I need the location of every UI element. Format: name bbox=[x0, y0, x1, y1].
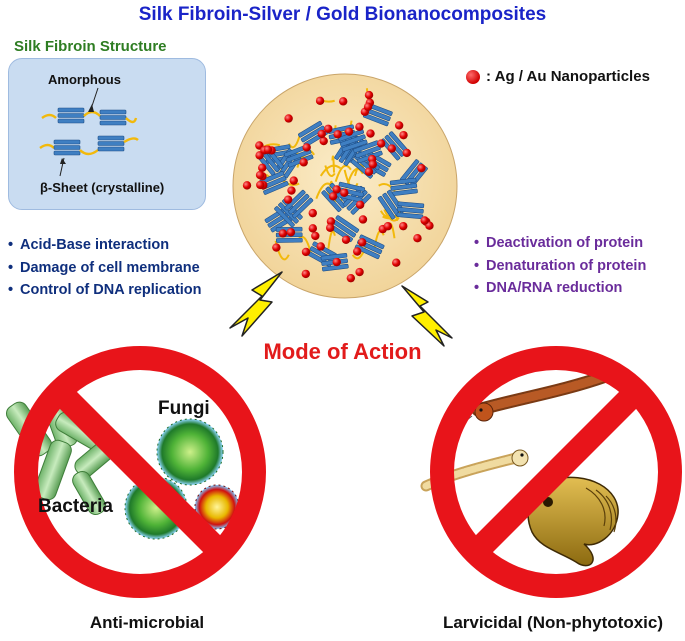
nanoparticle bbox=[399, 221, 408, 231]
nanoparticle bbox=[301, 247, 311, 257]
nanoparticle bbox=[299, 158, 308, 167]
nanoparticle bbox=[383, 222, 393, 231]
mechanism-item: Acid-Base interaction bbox=[8, 234, 202, 257]
nanoparticle bbox=[272, 243, 281, 252]
nanoparticle bbox=[420, 216, 429, 225]
nanoparticle bbox=[256, 180, 265, 190]
nanoparticle bbox=[364, 90, 374, 100]
nanoparticle bbox=[376, 139, 386, 148]
nanoparticle bbox=[263, 145, 273, 154]
nanoparticle bbox=[317, 129, 326, 139]
nanoparticle bbox=[308, 208, 317, 218]
fibroin-chain bbox=[351, 243, 368, 260]
fibroin-chain bbox=[331, 155, 336, 173]
nanoparticle bbox=[284, 114, 293, 123]
nanoparticle bbox=[326, 217, 336, 226]
nanoparticle-legend-icon bbox=[466, 70, 480, 85]
nanoparticle-legend: : Ag / Au Nanoparticles bbox=[466, 68, 650, 85]
nanoparticle bbox=[324, 124, 333, 133]
nanoparticle bbox=[353, 247, 362, 256]
nanoparticle bbox=[366, 129, 375, 138]
nanoparticle bbox=[302, 143, 311, 152]
nanoparticle bbox=[338, 97, 348, 106]
mechanism-item: Deactivation of protein bbox=[474, 232, 646, 255]
nanoparticle bbox=[308, 224, 318, 233]
nanoparticle bbox=[355, 267, 364, 277]
bionanocomposite-circle bbox=[232, 73, 458, 299]
larvicidal-caption: Larvicidal (Non-phytotoxic) bbox=[442, 613, 664, 632]
nanoparticle bbox=[283, 195, 293, 204]
nanoparticle bbox=[289, 176, 298, 185]
fungi-label: Fungi bbox=[158, 398, 210, 419]
fibroin-chain bbox=[324, 165, 336, 177]
amorphous-label: Amorphous bbox=[48, 72, 121, 87]
nanoparticle bbox=[358, 238, 367, 247]
larvicidal-mechanisms: Deactivation of protein Denaturation of … bbox=[474, 232, 646, 300]
nanoparticle bbox=[394, 121, 404, 130]
nanoparticle bbox=[286, 228, 296, 237]
nanoparticle bbox=[315, 96, 325, 106]
fibroin-chain bbox=[334, 164, 352, 182]
nanoparticle bbox=[387, 144, 396, 153]
nanoparticle bbox=[242, 181, 252, 190]
fungi-icon bbox=[124, 418, 240, 540]
structure-heading: Silk Fibroin Structure bbox=[14, 38, 167, 55]
nanoparticle bbox=[355, 122, 364, 132]
fibroin-structure-illustration bbox=[39, 87, 139, 177]
nanoparticle bbox=[328, 192, 338, 201]
mechanism-item: Denaturation of protein bbox=[474, 255, 646, 278]
page-title: Silk Fibroin-Silver / Gold Bionanocompos… bbox=[138, 4, 547, 25]
beta-sheet-block bbox=[389, 177, 418, 197]
nanoparticle-legend-label: : Ag / Au Nanoparticles bbox=[486, 68, 650, 85]
nanoparticle bbox=[255, 170, 265, 180]
nanoparticle bbox=[402, 148, 411, 158]
structure-panel bbox=[8, 58, 206, 210]
nanoparticle bbox=[363, 102, 373, 111]
bacteria-label: Bacteria bbox=[38, 496, 113, 517]
nanoparticle bbox=[332, 185, 341, 194]
nanoparticle bbox=[364, 167, 374, 176]
mode-of-action-label: Mode of Action bbox=[263, 339, 422, 364]
nanoparticle bbox=[325, 223, 335, 232]
nanoparticle bbox=[368, 160, 377, 169]
fibroin-chain bbox=[319, 164, 342, 177]
nanoparticle bbox=[333, 130, 342, 139]
mechanism-item: Control of DNA replication bbox=[8, 279, 202, 302]
nanoparticle bbox=[278, 229, 288, 238]
nanoparticle bbox=[311, 231, 320, 241]
lightning-bolt-right bbox=[401, 285, 453, 347]
nanoparticle bbox=[346, 273, 356, 283]
nanoparticle bbox=[413, 234, 422, 243]
antimicrobial-mechanisms: Acid-Base interaction Damage of cell mem… bbox=[8, 234, 202, 302]
nanoparticle bbox=[417, 163, 426, 173]
nanoparticle bbox=[341, 235, 351, 244]
pupa-icon bbox=[527, 476, 619, 567]
nanoparticle bbox=[399, 130, 408, 140]
nanoparticle bbox=[355, 200, 365, 209]
nanoparticle bbox=[319, 136, 328, 146]
antimicrobial-prohibition-sign bbox=[5, 344, 268, 600]
mechanism-item: Damage of cell membrane bbox=[8, 257, 202, 280]
lightning-bolt-left bbox=[229, 271, 283, 337]
nanoparticle bbox=[332, 257, 341, 267]
antimicrobial-caption: Anti-microbial bbox=[89, 613, 205, 632]
larvicidal-prohibition-sign bbox=[420, 344, 684, 600]
nanoparticle bbox=[392, 258, 401, 267]
nanoparticle bbox=[340, 188, 349, 197]
beta-sheet-label: β-Sheet (crystalline) bbox=[40, 180, 165, 195]
nanoparticle bbox=[258, 163, 267, 173]
nanoparticle bbox=[301, 269, 311, 279]
nanoparticle bbox=[316, 242, 325, 251]
larva-icon bbox=[461, 369, 613, 425]
fibroin-chain bbox=[327, 230, 336, 249]
nanoparticle bbox=[287, 186, 296, 195]
nanoparticle bbox=[344, 127, 354, 136]
nanoparticle bbox=[358, 215, 368, 224]
mechanism-item: DNA/RNA reduction bbox=[474, 277, 646, 300]
beta-sheet-block bbox=[396, 201, 425, 220]
